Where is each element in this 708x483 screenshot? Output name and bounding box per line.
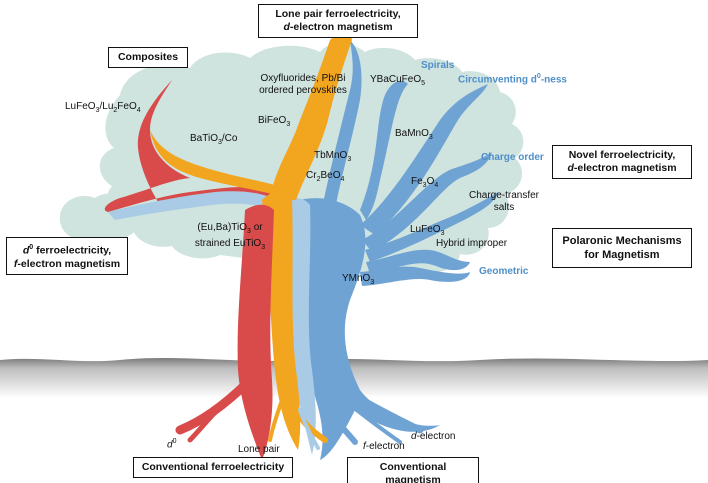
label-lufeo-lu2feo4: LuFeO3/Lu2FeO4 bbox=[65, 101, 141, 114]
lone-pair-box-sub: d-electron magnetism bbox=[283, 21, 393, 33]
label-spirals: Spirals bbox=[421, 60, 455, 71]
novel-box: Novel ferroelectricity, d-electron magne… bbox=[552, 145, 692, 179]
label-root-f-electron: f-electron bbox=[363, 441, 405, 452]
label-circumventing: Circumventing d0-ness bbox=[458, 73, 567, 86]
conv-ferro-box-title: Conventional ferroelectricity bbox=[141, 461, 285, 473]
conv-ferro-box: Conventional ferroelectricity bbox=[133, 457, 293, 478]
conv-mag-box: Conventional magnetism bbox=[347, 457, 479, 483]
polaronic-box-line1: Polaronic Mechanisms bbox=[562, 235, 682, 247]
label-charge-order: Charge order bbox=[481, 152, 544, 163]
label-geometric: Geometric bbox=[479, 266, 529, 277]
label-bifeo3: BiFeO3 bbox=[258, 115, 291, 128]
novel-box-sub: d-electron magnetism bbox=[567, 162, 677, 174]
composites-box: Composites bbox=[108, 47, 188, 68]
trunk-blue bbox=[300, 198, 440, 460]
label-hybrid-improper: Hybrid improper bbox=[436, 238, 508, 249]
blue-branches bbox=[322, 40, 498, 286]
label-charge-transfer: Charge-transfer salts bbox=[468, 190, 540, 213]
label-cr2beo4: Cr2BeO4 bbox=[306, 170, 345, 183]
label-batio3-co: BaTiO3/Co bbox=[190, 133, 238, 146]
label-bamno3: BaMnO3 bbox=[395, 128, 433, 141]
d0-box: d0 ferroelectricity, f-electron magnetis… bbox=[6, 237, 128, 275]
lone-pair-box-title: Lone pair ferroelectricity, bbox=[275, 8, 401, 20]
label-eubatio3: (Eu,Ba)TiO3 or strained EuTiO3 bbox=[194, 222, 266, 251]
lightblue-branch bbox=[108, 191, 278, 220]
orange-left-branch bbox=[150, 130, 280, 196]
label-ybacufeo5: YBaCuFeO5 bbox=[370, 74, 426, 87]
polaronic-box: Polaronic Mechanisms for Magnetism bbox=[552, 228, 692, 268]
lone-pair-box: Lone pair ferroelectricity, d-electron m… bbox=[258, 4, 418, 38]
label-oxyfluorides: Oxyfluorides, Pb/Bi ordered perovskites bbox=[259, 73, 347, 96]
composites-box-title: Composites bbox=[117, 51, 179, 63]
polaronic-box-line2: for Magnetism bbox=[584, 249, 660, 261]
label-lufeo3: LuFeO3 bbox=[410, 224, 445, 237]
label-root-lone-pair: Lone pair bbox=[238, 444, 280, 455]
label-ymno3: YMnO3 bbox=[342, 273, 375, 286]
novel-box-title: Novel ferroelectricity, bbox=[568, 149, 676, 161]
trunk-lightblue bbox=[285, 197, 316, 455]
orange-top-branch bbox=[270, 34, 352, 200]
label-tbmno3: TbMnO3 bbox=[314, 150, 352, 163]
label-root-d-electron: d-electron bbox=[411, 431, 456, 442]
conv-mag-box-title: Conventional magnetism bbox=[379, 461, 447, 483]
label-fe3o4: Fe3O4 bbox=[411, 176, 439, 189]
label-root-d0: d0 bbox=[167, 438, 177, 451]
d0-box-title: d0 ferroelectricity, bbox=[22, 244, 112, 257]
d0-box-sub: f-electron magnetism bbox=[13, 257, 121, 270]
roots bbox=[175, 375, 424, 450]
